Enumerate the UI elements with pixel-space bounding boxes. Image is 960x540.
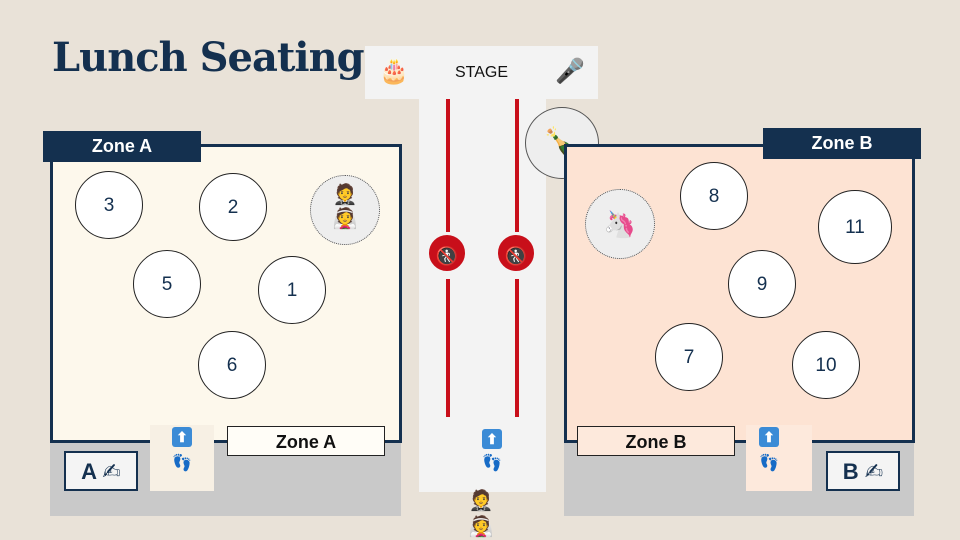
no-pedestrians-icon: 🚷	[498, 235, 534, 271]
table-9[interactable]: 9	[728, 250, 796, 318]
groom-icon: 🤵	[468, 488, 494, 512]
zone-b-floor-label: Zone B	[577, 426, 735, 456]
bride-icon: 👰	[468, 514, 494, 538]
rope-barrier-left-bottom	[446, 279, 450, 417]
rope-barrier-right-top	[515, 99, 519, 232]
microphone-icon: 🎤	[555, 57, 585, 85]
table-2[interactable]: 2	[199, 173, 267, 241]
zone-a-sign: A ✍	[64, 451, 138, 491]
table-3[interactable]: 3	[75, 171, 143, 239]
stage: STAGE 🎂 🎤	[365, 46, 598, 99]
zone-a-floor-label: Zone A	[227, 426, 385, 456]
zone-b-sign-letter: B	[842, 459, 859, 484]
table-10[interactable]: 10	[792, 331, 860, 399]
birthday-cake-icon: 🎂	[379, 57, 409, 85]
writing-hand-icon: ✍	[864, 460, 884, 485]
arrow-up-icon: ⬆	[172, 427, 192, 447]
no-pedestrians-icon: 🚷	[429, 235, 465, 271]
footprints-icon: 👣	[482, 453, 502, 472]
footprints-icon: 👣	[759, 453, 779, 472]
table-7[interactable]: 7	[655, 323, 723, 391]
table-5[interactable]: 5	[133, 250, 201, 318]
zone-a-sign-letter: A	[81, 459, 97, 484]
zone-a-tag: Zone A	[43, 131, 201, 162]
rope-barrier-left-top	[446, 99, 450, 232]
page-title: Lunch Seating	[52, 34, 365, 81]
rope-barrier-right-bottom	[515, 279, 519, 417]
zone-b-entrance: ⬆ 👣	[746, 425, 812, 491]
writing-hand-icon: ✍	[102, 460, 121, 485]
zone-b-sign: B ✍	[826, 451, 900, 491]
zone-b-tag: Zone B	[763, 128, 921, 159]
unicorn-icon[interactable]: 🦄	[585, 189, 655, 259]
arrow-up-icon: ⬆	[482, 429, 502, 449]
table-6[interactable]: 6	[198, 331, 266, 399]
zone-a-entrance: ⬆ 👣	[150, 425, 214, 491]
arrow-up-icon: ⬆	[759, 427, 779, 447]
bride-and-groom-icon[interactable]: 🤵 👰	[310, 175, 380, 245]
table-1[interactable]: 1	[258, 256, 326, 324]
stage-label: STAGE	[454, 64, 509, 81]
table-8[interactable]: 8	[680, 162, 748, 230]
center-aisle: 🚷 🚷 ⬆ 👣	[419, 99, 546, 492]
table-11[interactable]: 11	[818, 190, 892, 264]
footprints-icon: 👣	[172, 453, 192, 472]
